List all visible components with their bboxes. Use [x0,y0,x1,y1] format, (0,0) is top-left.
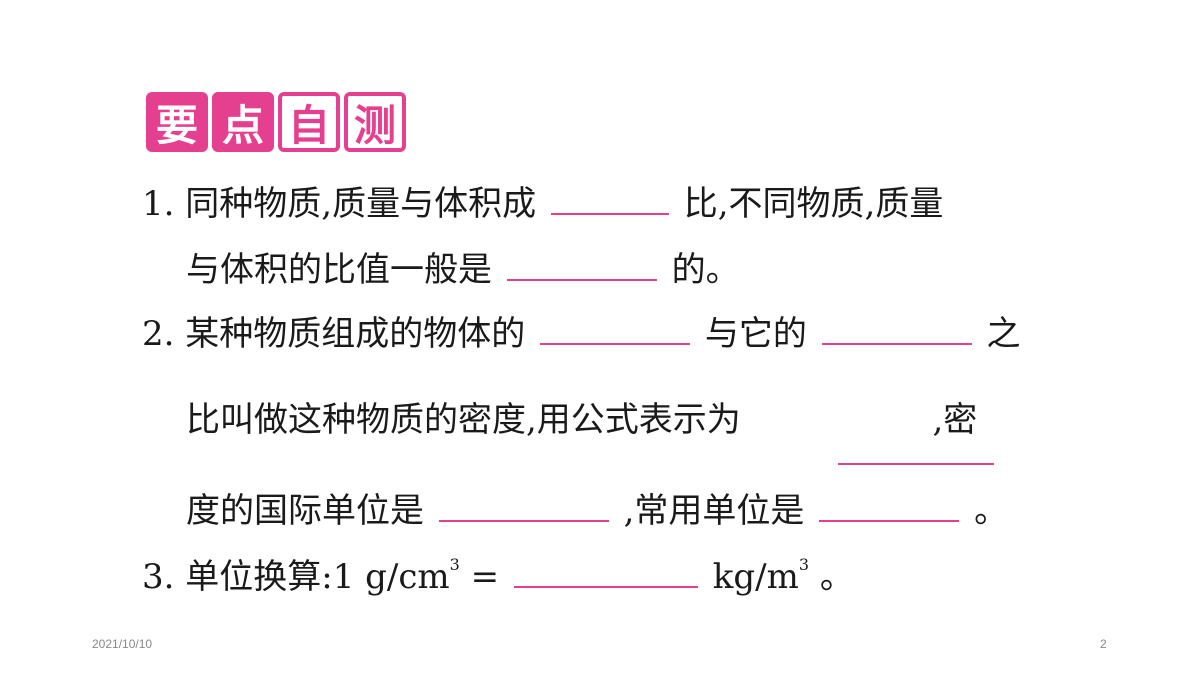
badge-char-4: 测 [344,92,406,152]
question-text: 比,不同物质,质量 [683,184,944,224]
section-badge: 要 点 自 测 [146,92,406,152]
question-number: 3. [142,557,175,597]
question-text: 与它的 [704,314,807,354]
answer-blank[interactable] [506,249,657,281]
badge-char-2: 点 [212,92,274,152]
answer-blank[interactable] [540,313,691,345]
page-number: 2 [1100,637,1107,651]
question-1-line-2: 与体积的比值一般是 的。 [186,249,740,290]
question-2-line-1: 2. 某种物质组成的物体的 与它的 之 [142,313,1021,354]
question-text: 。 [819,557,854,597]
answer-blank[interactable] [513,556,698,588]
question-number: 1. [142,184,175,224]
question-text: ,密 [932,400,978,440]
equals-sign: = [470,557,510,597]
question-text: 的。 [671,250,740,290]
answer-blank[interactable] [819,490,960,522]
question-2-line-3: 度的国际单位是 ,常用单位是 。 [186,490,1009,531]
question-text: ,常用单位是 [623,491,805,531]
question-text: 之 [986,314,1021,354]
question-2-line-2: 比叫做这种物质的密度,用公式表示为 ,密 [186,400,977,440]
exponent: 3 [449,555,460,574]
formula-blank[interactable] [838,463,994,465]
answer-blank[interactable] [438,490,609,522]
unit-text: kg/m [712,557,799,597]
badge-char-3: 自 [278,92,340,152]
question-text: 与体积的比值一般是 [186,250,492,290]
badge-char-1: 要 [146,92,208,152]
question-3-line-1: 3. 单位换算:1 g/cm3 = kg/m3 。 [142,555,854,598]
question-text: 比叫做这种物质的密度,用公式表示为 [186,400,741,440]
answer-blank[interactable] [821,313,972,345]
question-text: 度的国际单位是 [186,491,424,531]
question-text: 同种物质,质量与体积成 [185,184,537,224]
question-1-line-1: 1. 同种物质,质量与体积成 比,不同物质,质量 [142,183,944,224]
answer-blank[interactable] [550,183,669,215]
question-text: 某种物质组成的物体的 [185,314,526,354]
question-number: 2. [142,314,175,354]
question-text: 单位换算:1 g/cm [185,557,450,597]
exponent: 3 [798,555,810,574]
footer-date: 2021/10/10 [92,637,153,651]
question-text: 。 [974,491,1009,531]
